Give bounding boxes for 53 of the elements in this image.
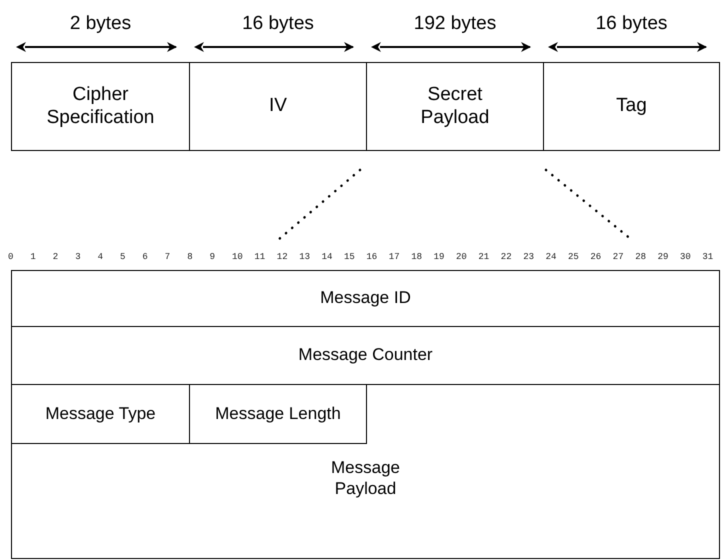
size-label: 192 bytes	[412, 13, 498, 35]
bit-number: 19	[434, 252, 444, 262]
bit-number: 31	[702, 252, 714, 262]
bit-number: 1	[30, 252, 36, 262]
bit-number: 18	[411, 252, 422, 262]
bit-number: 5	[120, 252, 126, 262]
bit-number: 23	[523, 252, 534, 262]
field-label: Message ID	[320, 288, 411, 309]
bit-number: 27	[612, 252, 624, 262]
field-box	[11, 270, 720, 327]
bit-number: 3	[75, 252, 81, 262]
field-label: Message Counter	[298, 345, 433, 366]
bit-number: 21	[478, 252, 490, 262]
field-box	[11, 384, 720, 559]
bit-number: 9	[210, 252, 215, 262]
field-label: IV	[269, 95, 287, 118]
bit-number: 22	[500, 252, 512, 262]
bit-number: 6	[142, 252, 148, 262]
bit-number: 24	[546, 252, 556, 262]
bit-number: 17	[388, 252, 400, 262]
bit-number: 10	[232, 252, 243, 262]
bit-number: 2	[52, 252, 58, 262]
field-box	[189, 384, 367, 444]
field-box	[11, 62, 190, 151]
bit-number: 7	[164, 252, 170, 262]
field-box	[189, 62, 367, 151]
field-label: Secret Payload	[420, 84, 490, 130]
field-box	[11, 326, 720, 385]
field-label: Message Length	[215, 404, 341, 424]
size-label: 16 bytes	[594, 13, 668, 35]
bit-number: 30	[680, 252, 691, 262]
bit-number: 25	[568, 252, 579, 262]
field-box	[543, 62, 720, 151]
size-label: 2 bytes	[68, 13, 132, 35]
field-box	[366, 62, 544, 151]
bit-number: 12	[276, 252, 288, 262]
bit-number: 4	[98, 252, 103, 262]
bit-number: 15	[344, 252, 355, 262]
bit-number: 20	[456, 252, 467, 262]
field-label: Cipher Specification	[46, 84, 156, 130]
bit-number: 8	[187, 252, 193, 262]
bit-number: 29	[658, 252, 668, 262]
field-label: Message Type	[45, 404, 156, 424]
size-label: 16 bytes	[241, 13, 315, 35]
bit-number: 28	[635, 252, 646, 262]
bit-number: 14	[322, 252, 332, 262]
field-label: Message Payload	[330, 458, 401, 499]
bit-number: 26	[590, 252, 602, 262]
bit-number: 11	[254, 252, 266, 262]
bit-number: 16	[366, 252, 378, 262]
field-label: Tag	[616, 95, 647, 118]
bit-number: 0	[8, 252, 14, 262]
bit-number: 13	[299, 252, 310, 262]
